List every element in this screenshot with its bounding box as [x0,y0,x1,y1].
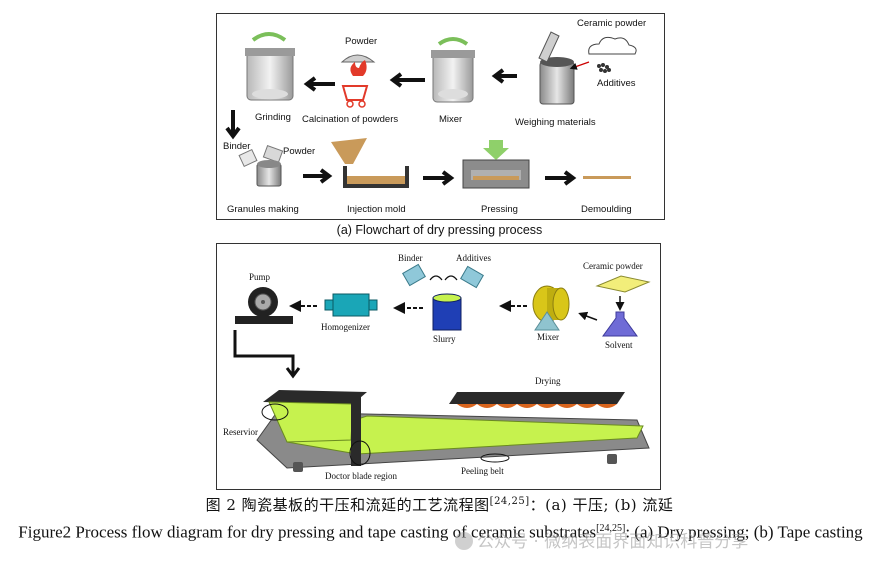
caption-en-ref: [24,25] [596,523,626,534]
label-reservior: Reservior [223,427,258,437]
ceramic-plate-icon [583,176,631,179]
tape-casting-flowchart-panel: Ceramic powder Solvent Mixer Binder Addi… [216,243,661,490]
tape-casting-diagram: Ceramic powder Solvent Mixer Binder Addi… [223,253,651,481]
label-mixer-b: Mixer [537,332,559,342]
label-binder-b: Binder [398,253,423,263]
feed-pipe-arrow-head [285,367,301,379]
furnace-cart-icon [341,85,369,108]
slurry-beaker-icon [432,293,462,331]
label-ceramic-powder-b: Ceramic powder [583,261,643,271]
dry-pressing-flowchart-panel: Ceramic powder Additives Weighing materi… [216,13,665,220]
arrow-granules-to-injection [303,168,333,184]
crucible-icon [538,31,575,105]
powder-cloud-icon [588,36,637,55]
watermark: 公众号 · 微纳表面界面知识科普分享 [455,527,748,552]
caption-en-tail: : (a) Dry pressing; (b) Tape casting [625,522,863,542]
binder-cup-b-icon [402,263,426,287]
label-doctor-blade: Doctor blade region [325,471,397,481]
feed-pipe [233,330,295,374]
label-injection: Injection mold [347,204,406,215]
watermark-text: 公众号 · 微纳表面界面知识科普分享 [477,532,749,552]
label-peeling-belt: Peeling belt [461,466,504,476]
caption-cn-tail: ：(a) 干压; (b) 流延 [529,496,674,514]
caption-cn-ref: [24,25] [489,496,530,507]
label-additives-a: Additives [597,78,636,89]
wechat-logo-icon [455,532,473,550]
peeling-belt-highlight [480,453,510,463]
powder-cup-icon [262,144,284,164]
label-mixer-a: Mixer [439,114,462,125]
label-pump: Pump [249,272,271,282]
caption-a: (a) Flowchart of dry pressing process [336,223,543,237]
solvent-funnel-icon [602,311,638,337]
arrow-calcination-to-grinding [303,76,335,92]
press-icon [462,140,530,189]
label-homogenizer: Homogenizer [321,322,370,332]
additives-pile-icon [597,63,611,73]
label-drying: Drying [535,376,561,386]
label-demoulding: Demoulding [581,204,632,215]
label-solvent: Solvent [605,340,633,350]
figure-caption-chinese: 图 2 陶瓷基板的干压和流延的工艺流程图[24,25]：(a) 干压; (b) … [0,494,879,515]
injection-mold-icon [331,138,409,188]
label-slurry: Slurry [433,334,456,344]
label-granules: Granules making [227,204,299,215]
label-weighing: Weighing materials [515,117,596,128]
arrow-mixer-to-calcination [389,72,425,88]
dry-pressing-diagram: Ceramic powder Additives Weighing materi… [223,18,646,215]
pour-arrow-right [444,275,458,281]
label-ceramic-powder-a: Ceramic powder [577,18,646,29]
arrow-injection-to-pressing [423,170,455,186]
powder-tray-icon [595,275,651,293]
label-additives-b: Additives [456,253,491,263]
fire-icon [350,60,367,76]
drying-unit-icon [449,392,625,408]
label-grinding: Grinding [255,112,291,123]
red-pointer-arrow [569,61,590,70]
doctor-blade-highlight [349,440,371,466]
mixer-jar-icon [431,37,475,103]
granule-container-icon [256,160,282,187]
reservior-highlight [261,403,289,421]
label-pressing: Pressing [481,204,518,215]
label-powder-left: Powder [283,146,315,157]
arrow-weighing-to-mixer [491,68,517,84]
homogenizer-icon [324,293,378,317]
label-binder-a: Binder [223,141,250,152]
binder-cup-icon [238,148,258,168]
label-powder-top: Powder [345,36,377,47]
reservoir-icon [263,390,367,466]
arrow-grinding-down [225,110,241,140]
arrow-funnel-to-mixer [578,311,598,321]
grinding-jar-icon [245,32,295,101]
powder-pile-icon [340,54,376,63]
arrow-pressing-to-demoulding [545,170,577,186]
pour-arrow-left [429,275,443,281]
pump-wheel-icon [235,287,293,324]
caption-cn-main: 图 2 陶瓷基板的干压和流延的工艺流程图 [205,496,490,514]
figure-caption-english: Figure2 Process flow diagram for dry pre… [6,518,875,544]
mixer-drum-icon [532,285,570,331]
additives-cup-b-icon [460,265,484,289]
caption-en-main: Figure2 Process flow diagram for dry pre… [18,522,597,542]
label-calcination: Calcination of powders [302,114,398,125]
